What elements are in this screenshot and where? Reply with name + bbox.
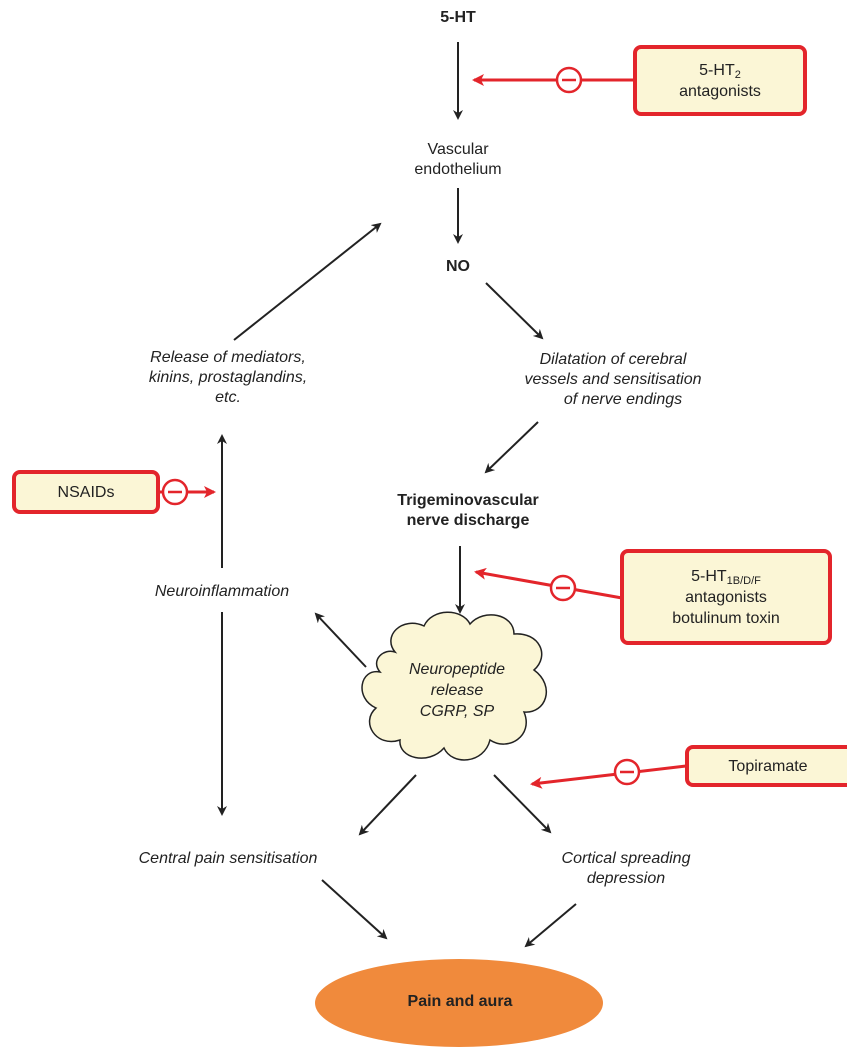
dilatation-line-2: vessels and sensitisation [524,371,702,388]
cortical-line-1: Cortical spreading [561,850,691,867]
inhibition-symbols [161,66,641,786]
vascular-endothelium-line-1: Vascular [427,141,489,158]
minus-icon-topiramate [613,758,641,786]
node-no: NO [446,258,470,275]
nsaids-label: NSAIDs [57,483,115,501]
node-dilatation: Dilatation of cerebral vessels and sensi… [488,350,738,410]
pain-aura-oval [315,959,603,1047]
dilatation-line-3: of nerve endings [563,391,683,408]
ht2-base: 5-HT [699,61,735,79]
arrow-neuropeptide-to-central [358,774,417,836]
trigeminovascular-line-2: nerve discharge [406,512,530,529]
ht1-line-2: antagonists [685,588,767,606]
pathway-arrows [217,42,577,948]
ht1-sub: 1B/D/F [726,574,761,587]
cortical-line-2: depression [586,870,666,887]
arrow-release-to-endothelium [233,222,382,341]
topiramate-label: Topiramate [728,757,808,775]
dilatation-line-1: Dilatation of cerebral [539,351,687,368]
inhibitor-arrows [160,74,687,789]
ht1-line-3: botulinum toxin [672,609,780,627]
ht1-line-1: 5-HT1B/D/F [691,566,761,587]
inhibitor-box-topiramate: Topiramate [685,745,847,787]
node-pain-aura-label: Pain and aura [407,993,513,1010]
node-vascular-endothelium: Vascular endothelium [383,140,533,180]
release-line-1: Release of mediators, [150,349,306,366]
node-trigeminovascular: Trigeminovascular nerve discharge [348,491,588,531]
minus-icon-nsaids [161,478,189,506]
inhibitor-box-ht2: 5-HT2 antagonists [633,45,807,116]
arrow-topiramate-inhibition [530,764,687,789]
ht2-line-1: 5-HT2 [699,60,741,81]
inhibitor-box-ht1: 5-HT1B/D/F antagonists botulinum toxin [620,549,832,645]
neuropeptide-cloud [361,611,547,761]
arrow-ht1-inhibition [474,567,623,600]
arrow-neuropeptide-to-neuroinflammation [314,612,367,668]
inhibitor-box-nsaids: NSAIDs [12,470,160,514]
arrow-no-to-dilatation [485,282,544,340]
node-5ht: 5-HT [440,9,476,26]
trigeminovascular-line-1: Trigeminovascular [397,492,539,509]
ht1-base: 5-HT [691,567,727,585]
neuropeptide-line-3: CGRP, SP [419,703,495,720]
arrow-central-to-pain [321,879,388,940]
vascular-endothelium-line-2: endothelium [414,161,502,178]
arrow-neuropeptide-to-cortical [493,774,552,834]
node-neuroinflammation: Neuroinflammation [154,583,290,600]
ht2-sub: 2 [734,68,741,81]
ht2-line-2: antagonists [679,82,761,100]
arrow-cortical-to-pain [524,903,577,948]
node-central-pain: Central pain sensitisation [138,850,318,867]
minus-icon-ht1 [549,574,577,602]
minus-icon-ht2 [555,66,583,94]
node-neuropeptide-text: Neuropeptide release CGRP, SP [392,659,522,722]
node-release-mediators: Release of mediators, kinins, prostaglan… [108,348,348,408]
neuropeptide-line-2: release [430,682,484,699]
node-cortical-spreading: Cortical spreading depression [526,849,726,889]
release-line-2: kinins, prostaglandins, [148,369,308,386]
arrow-dilatation-to-trigeminovascular [484,421,539,474]
release-line-3: etc. [215,389,241,406]
neuropeptide-line-1: Neuropeptide [408,661,506,678]
